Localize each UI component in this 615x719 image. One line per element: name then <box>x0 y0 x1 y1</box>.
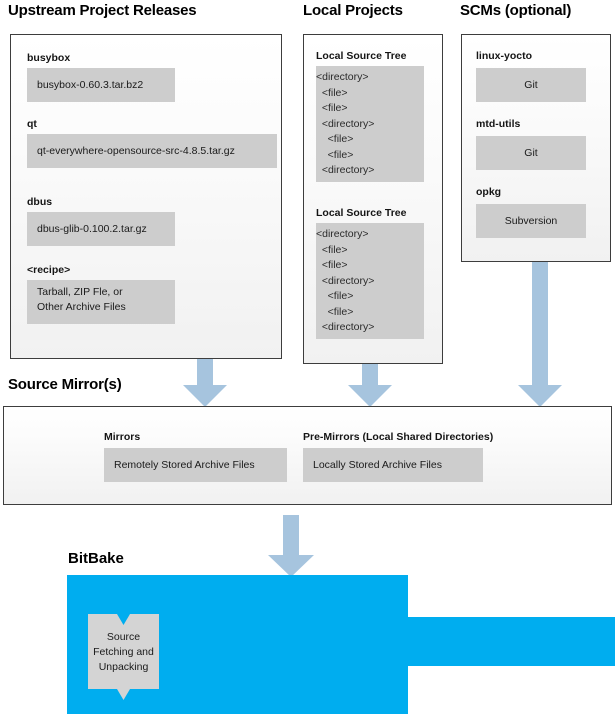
group-label-dbus: dbus <box>27 196 53 208</box>
scm-linux-yocto-type: Git <box>476 68 586 102</box>
page-title-scms: SCMs (optional) <box>460 2 572 19</box>
artifact-busybox-tarball: busybox-0.60.3.tar.bz2 <box>27 68 175 102</box>
page-title-bitbake: BitBake <box>68 550 124 567</box>
process-label: Source Fetching and Unpacking <box>88 630 159 675</box>
local-source-tree-1: <directory> <file> <file> <directory> <f… <box>316 66 424 182</box>
group-label-mirrors: Mirrors <box>104 431 141 443</box>
tree-node: <file> <box>316 259 348 271</box>
mirrors-archive-files: Remotely Stored Archive Files <box>104 448 287 482</box>
tree-node: <file> <box>316 133 354 145</box>
group-label-qt: qt <box>27 118 37 130</box>
page-title-upstream: Upstream Project Releases <box>8 2 197 19</box>
arrow-upstream-to-mirrors <box>183 359 227 407</box>
page-title-local-projects: Local Projects <box>303 2 403 19</box>
group-label-linux-yocto: linux-yocto <box>476 50 533 62</box>
tree-node: <directory> <box>316 164 375 176</box>
scm-mtd-utils-type: Git <box>476 136 586 170</box>
arrow-scms-to-mirrors <box>518 262 562 407</box>
tree-node: <file> <box>316 243 348 256</box>
pre-mirrors-archive-files: Locally Stored Archive Files <box>303 448 483 482</box>
process-label-line3: Unpacking <box>98 661 149 673</box>
group-label-opkg: opkg <box>476 186 502 198</box>
group-label-local-source-tree-1: Local Source Tree <box>316 50 407 62</box>
bitbake-region <box>67 575 615 719</box>
arrow-mirrors-to-bitbake <box>268 515 314 577</box>
artifact-qt-tarball: qt-everywhere-opensource-src-4.8.5.tar.g… <box>27 134 277 168</box>
tree-node: <file> <box>316 290 354 302</box>
tree-node: <directory> <box>316 117 375 130</box>
tree-node: <directory> <box>316 71 369 83</box>
tree-node: <directory> <box>316 321 375 333</box>
artifact-generic-archive-line2: Other Archive Files <box>37 301 126 313</box>
group-label-pre-mirrors: Pre-Mirrors (Local Shared Directories) <box>303 431 494 443</box>
process-label-line1: Source <box>106 631 141 643</box>
tree-node: <file> <box>316 102 348 114</box>
tree-node: <file> <box>316 305 354 318</box>
artifact-generic-archive-line1: Tarball, ZIP Fle, or <box>37 286 123 298</box>
tree-node: <directory> <box>316 228 369 240</box>
process-source-fetching-unpacking <box>88 614 159 705</box>
process-label-line2: Fetching and <box>93 646 154 658</box>
local-source-tree-2: <directory> <file> <file> <directory> <f… <box>316 223 424 339</box>
page-title-source-mirrors: Source Mirror(s) <box>8 376 122 393</box>
tree-node: <file> <box>316 148 354 161</box>
artifact-generic-archive: Tarball, ZIP Fle, or Other Archive Files <box>27 280 175 324</box>
group-label-mtd-utils: mtd-utils <box>476 118 521 130</box>
group-label-recipe: <recipe> <box>27 264 71 276</box>
group-label-busybox: busybox <box>27 52 71 64</box>
tree-node: <file> <box>316 86 348 99</box>
scm-opkg-type: Subversion <box>476 204 586 238</box>
tree-node: <directory> <box>316 274 375 287</box>
artifact-dbus-tarball: dbus-glib-0.100.2.tar.gz <box>27 212 175 246</box>
group-label-local-source-tree-2: Local Source Tree <box>316 207 407 219</box>
arrow-local-projects-to-mirrors <box>348 364 392 407</box>
